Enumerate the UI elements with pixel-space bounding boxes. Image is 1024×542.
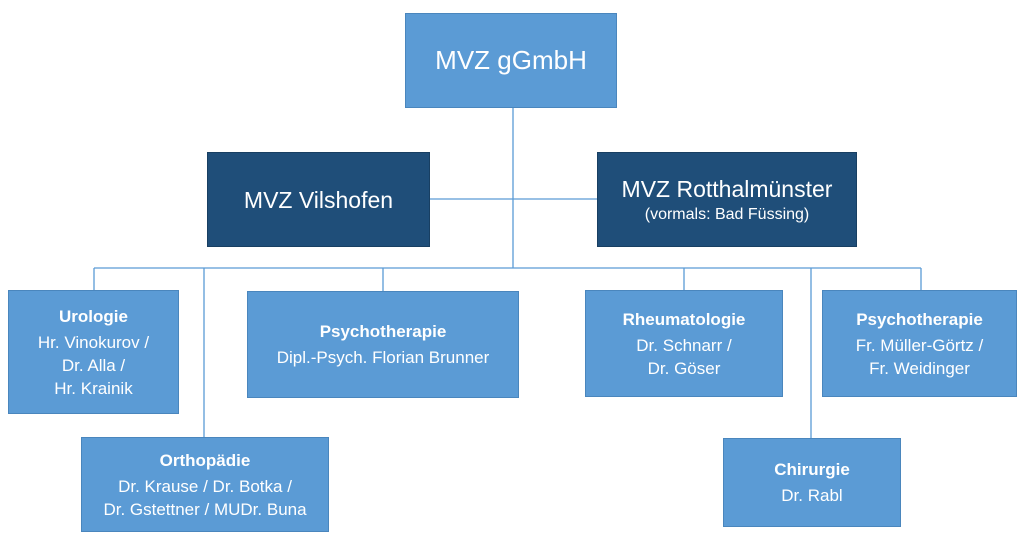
- department-node-psychotherapie-rotthalmuenster: Psychotherapie Fr. Müller-Görtz / Fr. We…: [822, 290, 1017, 397]
- department-staff-line: Dr. Göser: [647, 358, 721, 378]
- department-staff-line: Hr. Krainik: [54, 378, 133, 398]
- department-title: Orthopädie: [159, 450, 251, 470]
- department-staff-line: Hr. Vinokurov /: [37, 332, 150, 352]
- department-staff-line: Dipl.-Psych. Florian Brunner: [276, 348, 490, 367]
- department-staff-line: Dr. Krause / Dr. Botka /: [118, 476, 292, 496]
- center-node-vilshofen: MVZ Vilshofen: [207, 152, 430, 247]
- department-staff-line: Dr. Rabl: [781, 486, 843, 505]
- department-staff-line: Dr. Alla /: [61, 355, 126, 375]
- center-node-rotthalmuenster: MVZ Rotthalmünster (vormals: Bad Füssing…: [597, 152, 857, 247]
- department-title: Urologie: [59, 306, 128, 326]
- department-staff-line: Dr. Schnarr /: [636, 335, 732, 355]
- department-title: Chirurgie: [774, 460, 850, 479]
- department-node-rheumatologie: Rheumatologie Dr. Schnarr / Dr. Göser: [585, 290, 783, 397]
- center-title: MVZ Rotthalmünster: [621, 175, 833, 202]
- department-staff-line: Dr. Gstettner / MUDr. Buna: [103, 499, 307, 519]
- department-title: Rheumatologie: [622, 309, 746, 329]
- center-subtitle: (vormals: Bad Füssing): [644, 205, 810, 223]
- department-title: Psychotherapie: [319, 322, 447, 341]
- root-node: MVZ gGmbH: [405, 13, 617, 108]
- department-node-urologie: Urologie Hr. Vinokurov / Dr. Alla / Hr. …: [8, 290, 179, 414]
- department-node-chirurgie: Chirurgie Dr. Rabl: [723, 438, 901, 527]
- department-node-psychotherapie-vilshofen: Psychotherapie Dipl.-Psych. Florian Brun…: [247, 291, 519, 398]
- department-staff-line: Fr. Müller-Görtz /: [855, 335, 984, 355]
- center-title: MVZ Vilshofen: [243, 186, 394, 213]
- department-node-orthopaedie: Orthopädie Dr. Krause / Dr. Botka / Dr. …: [81, 437, 329, 532]
- department-staff-line: Fr. Weidinger: [869, 358, 970, 378]
- department-title: Psychotherapie: [856, 309, 983, 329]
- root-title: MVZ gGmbH: [435, 45, 587, 75]
